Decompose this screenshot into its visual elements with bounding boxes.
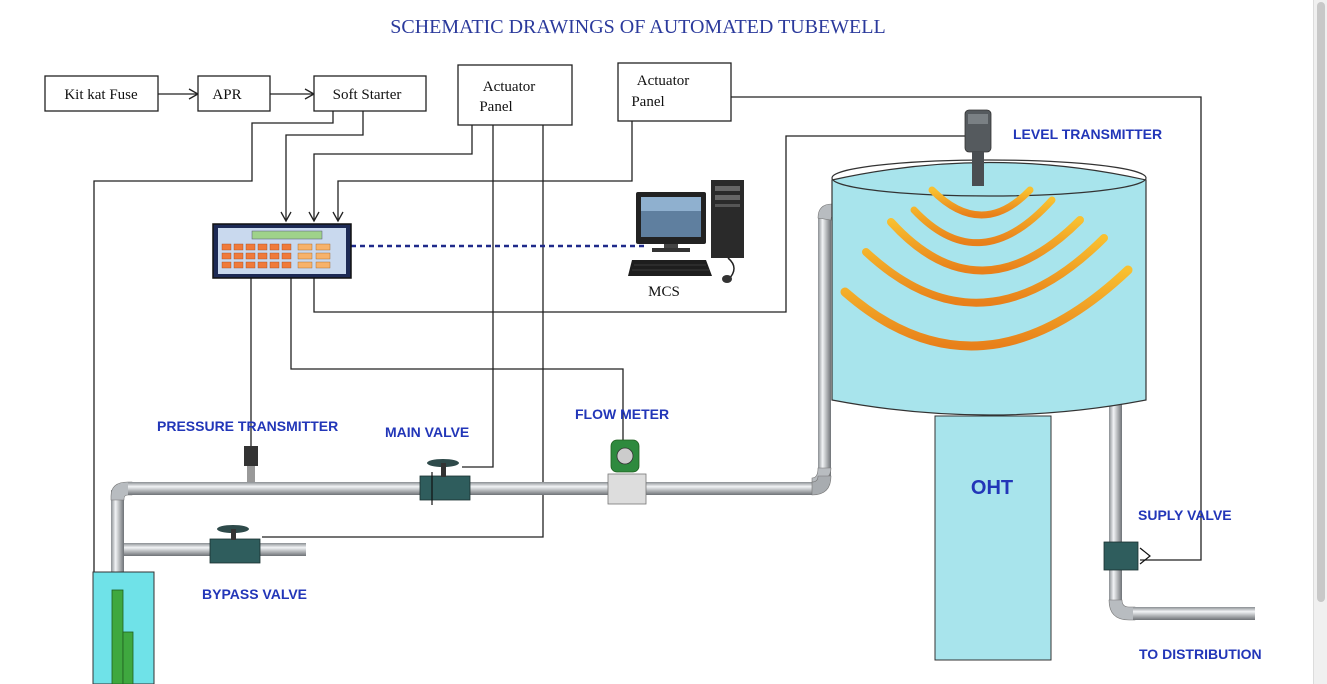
controller-arrows bbox=[280, 211, 344, 223]
overhead-tank: OHT bbox=[831, 159, 1147, 661]
control-wiring bbox=[93, 96, 1202, 650]
fuse-label: Kit kat Fuse bbox=[64, 87, 138, 103]
level-transmitter-label: LEVEL TRANSMITTER bbox=[1013, 126, 1162, 142]
actuator-panel-1-box: Actuator Panel bbox=[457, 64, 573, 126]
plc-controller bbox=[212, 223, 352, 279]
apr-to-softstarter-arrow bbox=[270, 88, 316, 100]
fuse-box: Kit kat Fuse bbox=[44, 75, 159, 112]
mcs-label: MCS bbox=[648, 284, 680, 300]
flow-meter bbox=[607, 439, 647, 505]
page-title: SCHEMATIC DRAWINGS OF AUTOMATED TUBEWELL bbox=[390, 16, 885, 38]
actuator-panel-2-line1: Actuator bbox=[637, 73, 689, 89]
oht-label: OHT bbox=[971, 477, 1013, 499]
bypass-valve-label: BYPASS VALVE bbox=[202, 586, 307, 602]
main-valve bbox=[419, 459, 471, 505]
vertical-scrollbar[interactable] bbox=[1313, 0, 1327, 684]
plc-buttons bbox=[221, 243, 292, 269]
apr-label: APR bbox=[212, 87, 241, 103]
actuator-panel-2-box: Actuator Panel bbox=[617, 62, 732, 122]
borewell bbox=[92, 571, 155, 684]
flow-meter-label: FLOW METER bbox=[575, 406, 669, 422]
soft-starter-label: Soft Starter bbox=[333, 87, 402, 103]
actuator-panel-2-line2: Panel bbox=[631, 94, 664, 110]
actuator-panel-1-line1: Actuator bbox=[483, 79, 535, 95]
mcs-computer: MCS bbox=[628, 180, 744, 300]
apr-box: APR bbox=[197, 75, 271, 112]
fuse-to-apr-arrow bbox=[158, 88, 200, 100]
soft-starter-box: Soft Starter bbox=[313, 75, 427, 112]
supply-valve bbox=[1103, 541, 1151, 571]
bypass-valve bbox=[209, 525, 261, 564]
pressure-transmitter-label: PRESSURE TRANSMITTER bbox=[157, 418, 338, 434]
to-distribution-label: TO DISTRIBUTION bbox=[1139, 646, 1262, 662]
scrollbar-thumb[interactable] bbox=[1317, 2, 1325, 602]
level-signal-waves bbox=[840, 186, 1133, 351]
level-transmitter bbox=[964, 109, 992, 186]
supply-valve-label: SUPLY VALVE bbox=[1138, 507, 1232, 523]
pressure-transmitter bbox=[244, 446, 258, 482]
main-valve-label: MAIN VALVE bbox=[385, 424, 469, 440]
actuator-panel-1-line2: Panel bbox=[479, 99, 512, 115]
